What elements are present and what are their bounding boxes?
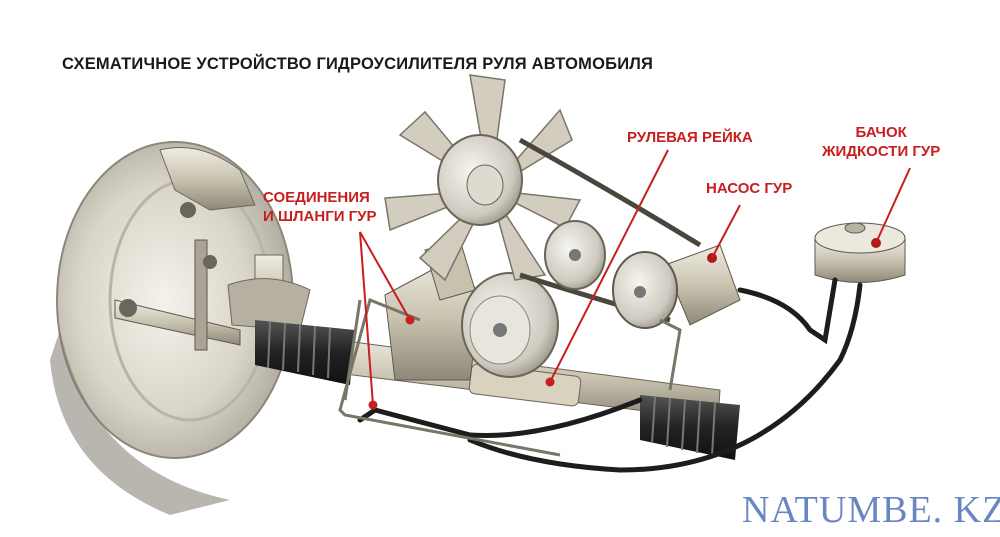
hoses bbox=[357, 277, 863, 473]
label-reservoir-line1: БАЧОК bbox=[855, 124, 907, 141]
cooling-fan bbox=[384, 74, 582, 282]
crankshaft-pulley bbox=[461, 272, 559, 378]
fluid-reservoir bbox=[814, 222, 906, 283]
watermark: NATUMBE. KZ bbox=[742, 489, 1000, 531]
power-steering-pump bbox=[612, 244, 741, 329]
tie-rod bbox=[114, 202, 241, 351]
suspension-strut bbox=[159, 147, 311, 331]
idler-pulley bbox=[544, 220, 606, 290]
label-connections-line1: СОЕДИНЕНИЯ bbox=[263, 189, 370, 206]
label-steering-rack: РУЛЕВАЯ РЕЙКА bbox=[627, 129, 753, 146]
metal-lines bbox=[338, 297, 682, 457]
diagram-title: СХЕМАТИЧНОЕ УСТРОЙСТВО ГИДРОУСИЛИТЕЛЯ РУ… bbox=[62, 55, 654, 73]
label-reservoir: БАЧОК ЖИДКОСТИ ГУР bbox=[822, 123, 940, 161]
label-connections: СОЕДИНЕНИЯ И ШЛАНГИ ГУР bbox=[263, 188, 377, 226]
left-rack-boot bbox=[255, 320, 355, 385]
label-pump: НАСОС ГУР bbox=[706, 180, 793, 197]
callout-lines bbox=[359, 149, 911, 406]
right-rack-boot bbox=[640, 395, 740, 460]
label-reservoir-line2: ЖИДКОСТИ ГУР bbox=[822, 143, 941, 160]
label-connections-line2: И ШЛАНГИ ГУР bbox=[263, 208, 377, 225]
